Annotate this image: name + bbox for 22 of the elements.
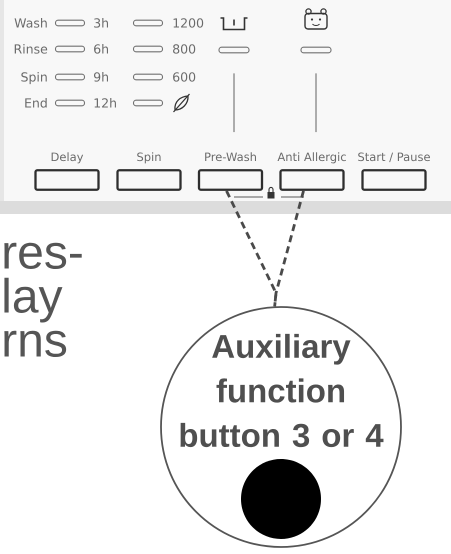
indicator-label: 800 <box>173 44 196 54</box>
connector-line <box>233 73 235 132</box>
indicator-label: Spin <box>21 72 47 84</box>
control-label: Spin <box>137 152 161 164</box>
indicator-label: 9h <box>94 72 108 82</box>
indicator-label: 3h <box>94 18 108 28</box>
indicator-label: Wash <box>14 18 47 28</box>
indicator-label: 1200 <box>174 18 204 28</box>
indicator-label: 600 <box>173 72 196 82</box>
indicator-label: Rinse <box>14 44 48 54</box>
indicator-label: 6h <box>94 44 108 54</box>
control-label: Delay <box>52 152 84 164</box>
indicator-light <box>300 46 332 54</box>
indicator-light <box>218 46 250 54</box>
connector-line <box>273 190 305 306</box>
control-label: Start / Pause <box>358 152 430 162</box>
connector-line <box>315 73 317 132</box>
control-label: Pre-Wash <box>205 152 256 162</box>
indicator-label: End <box>25 98 47 108</box>
control-label: Anti Allergic <box>278 152 346 164</box>
indicator-label: 12h <box>94 98 116 108</box>
body-text: res- lay rns <box>4 242 82 357</box>
